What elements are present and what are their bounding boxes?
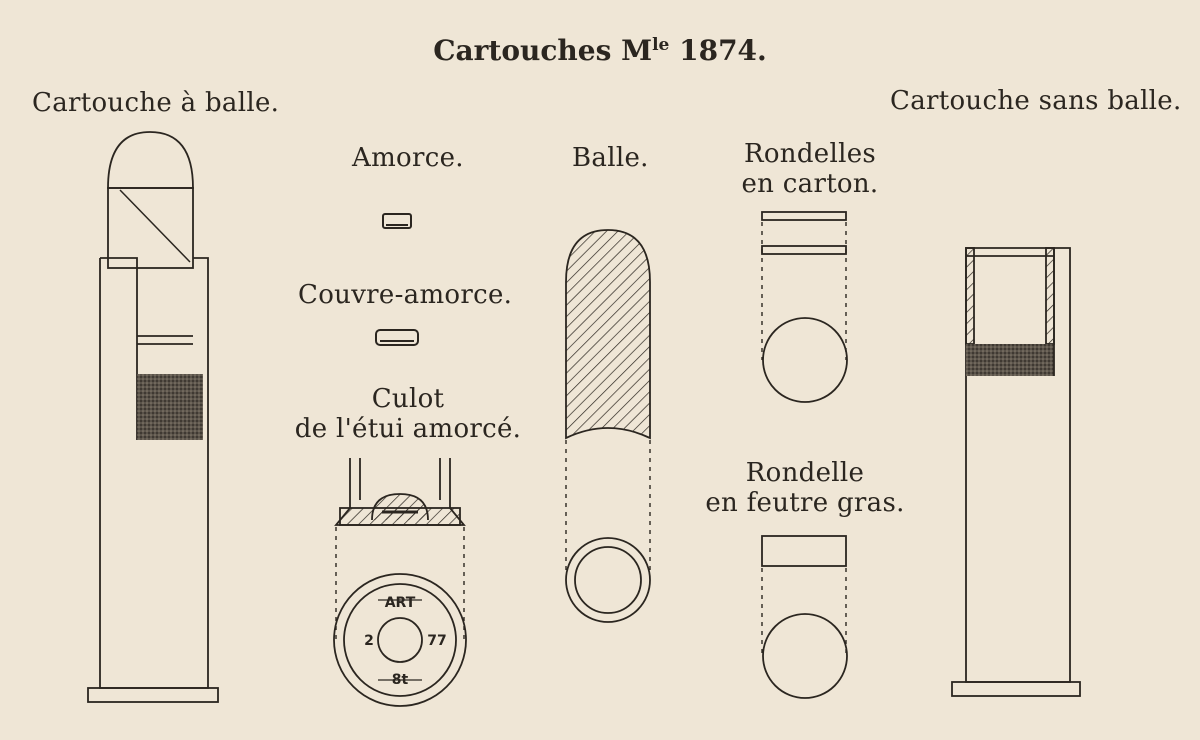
headstamp-left: 2 (364, 633, 374, 649)
label-rondelle-feutre: Rondelle en feutre gras. (700, 458, 910, 518)
label-culot: Culot de l'étui amorcé. (288, 384, 528, 444)
label-cartouche-a-balle: Cartouche à balle. (32, 88, 280, 118)
bullet-drawing (565, 229, 651, 623)
headstamp: ART 2 77 8t (364, 595, 447, 688)
headstamp-bottom: 8t (392, 672, 409, 688)
label-cartouche-sans-balle: Cartouche sans balle. (890, 86, 1182, 116)
label-rondelles-line2: en carton. (741, 169, 879, 199)
cardboard-wads-drawing (761, 211, 848, 403)
title-superscript: le (652, 35, 670, 55)
cartridge-with-ball-drawing (87, 131, 219, 703)
label-rondelles-carton: Rondelles en carton. (710, 139, 910, 199)
felt-wad-drawing (761, 535, 848, 699)
headstamp-right: 77 (427, 633, 446, 649)
blank-cartridge-drawing (951, 247, 1081, 697)
primer-cover-drawing (375, 329, 419, 346)
headstamp-top: ART (385, 595, 416, 611)
primer-drawing (382, 213, 412, 229)
label-balle: Balle. (572, 143, 649, 173)
label-rondelles-line1: Rondelles (743, 139, 877, 169)
plate-title: Cartouches Mle 1874. (0, 34, 1200, 67)
case-base-drawing (333, 458, 467, 707)
label-culot-line2: de l'étui amorcé. (294, 414, 522, 444)
label-rondelle-line2: en feutre gras. (705, 488, 905, 518)
label-culot-line1: Culot (371, 384, 445, 414)
label-amorce: Amorce. (352, 143, 464, 173)
label-couvre-amorce: Couvre-amorce. (298, 280, 513, 310)
label-rondelle-line1: Rondelle (745, 458, 865, 488)
title-main: Cartouches M (433, 34, 653, 67)
title-year: 1874. (679, 34, 767, 67)
